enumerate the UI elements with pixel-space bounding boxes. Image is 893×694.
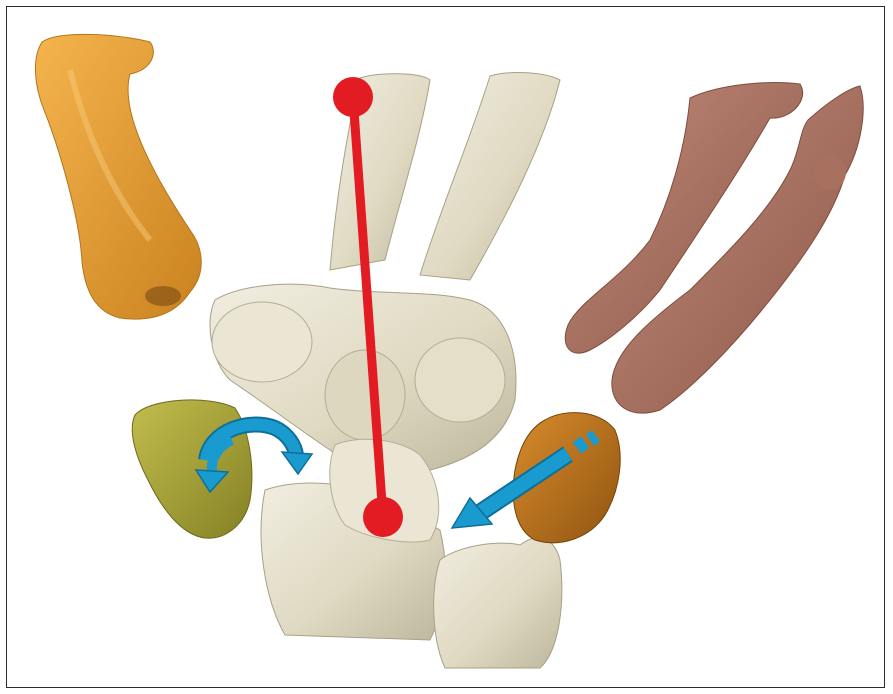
brown-metatarsal-bones bbox=[565, 83, 863, 414]
curved-rotation-arrow-icon bbox=[196, 425, 312, 492]
main-bone-cluster bbox=[210, 73, 562, 668]
orange-phalanx-bone bbox=[35, 34, 201, 319]
